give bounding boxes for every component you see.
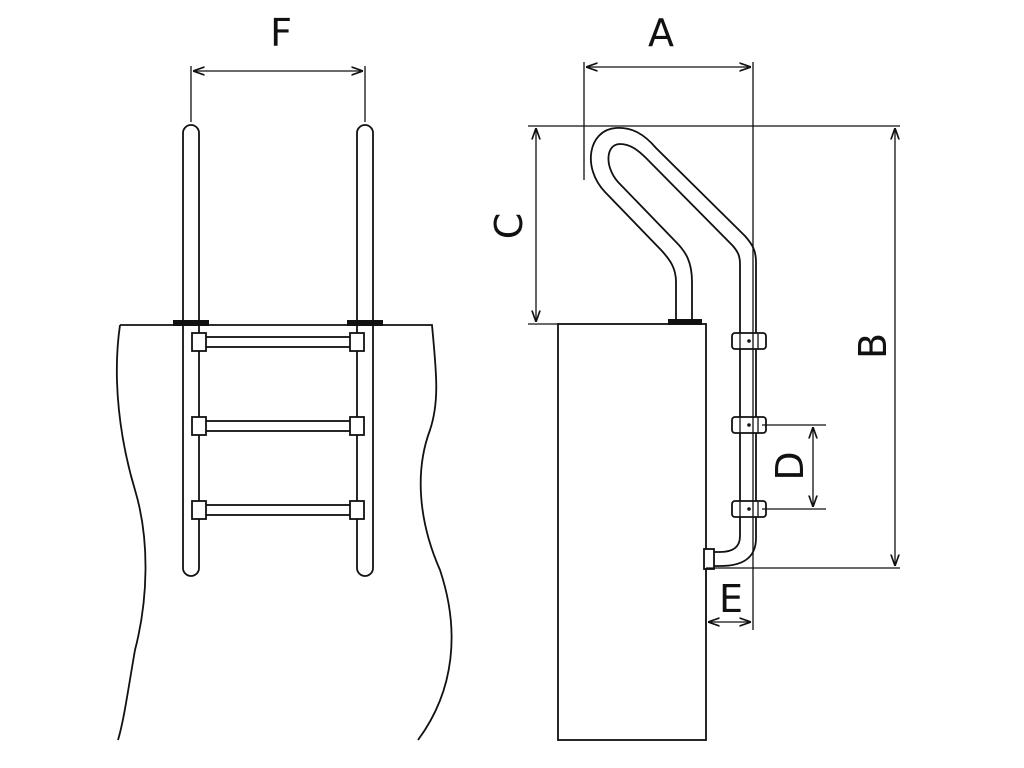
step: [191, 500, 365, 520]
dimension-d: D: [762, 424, 826, 510]
step: [191, 332, 365, 352]
label-c: C: [487, 213, 531, 240]
left-rail: [182, 124, 200, 577]
label-f: F: [270, 11, 292, 55]
dimension-a: A: [586, 11, 751, 67]
right-rail: [356, 124, 374, 577]
pool-wall-section: [557, 323, 707, 741]
step: [191, 416, 365, 436]
dimension-b: B: [851, 128, 895, 566]
dimension-f: F: [190, 11, 366, 122]
label-d: D: [768, 451, 812, 480]
dimension-e: E: [708, 577, 751, 622]
right-flange: [347, 320, 383, 326]
bottom-pad: [703, 548, 715, 570]
pool-wall-left-outline: [115, 324, 147, 741]
pool-wall-outline: [120, 324, 453, 741]
left-flange: [173, 320, 209, 326]
front-view: F: [115, 11, 453, 741]
side-view: A C B D E: [487, 11, 900, 741]
label-e: E: [719, 577, 743, 621]
dimension-c: C: [487, 128, 536, 322]
label-a: A: [648, 11, 674, 55]
deck-flange: [668, 319, 702, 325]
step-bracket: [731, 416, 767, 434]
handrail-tube-inner: [607, 143, 741, 553]
handrail-tube: [589, 127, 757, 567]
step-bracket: [731, 332, 767, 350]
step-bracket: [731, 500, 767, 518]
label-b: B: [851, 333, 895, 359]
